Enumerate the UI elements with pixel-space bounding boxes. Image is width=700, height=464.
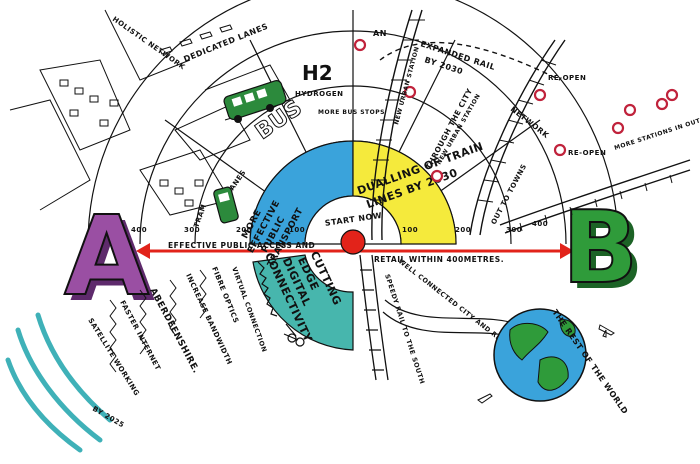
tick-label: 200	[236, 226, 252, 234]
station-icon	[553, 143, 567, 157]
network-label: NETWORK	[509, 104, 552, 140]
axis-right-text: RETAIL WITHIN 400METRES.	[374, 255, 504, 264]
station-icon	[403, 85, 417, 99]
start-now-dot	[340, 229, 366, 255]
scissors-icon	[283, 323, 305, 347]
tick-label: 100	[402, 226, 418, 234]
axis-left-text: EFFECTIVE PUBLIC ACCESS AND	[168, 241, 315, 250]
station-icon	[665, 88, 679, 102]
station-icon	[611, 121, 625, 135]
letter-b: B B	[561, 188, 644, 312]
arrow-right	[560, 243, 574, 259]
reopen-label-1: RE-OPEN	[548, 74, 586, 82]
main-axis	[136, 229, 574, 259]
station-icon	[353, 38, 367, 52]
tick-label: 100	[289, 226, 305, 234]
by-2025-label: BY 2025	[91, 405, 126, 430]
tick-label: 200	[455, 226, 471, 234]
h2-label: H2	[302, 61, 333, 85]
station-markers	[353, 38, 679, 183]
svg-text:A: A	[64, 192, 149, 320]
green-tram-icon	[213, 186, 239, 224]
plane-icon	[477, 324, 615, 404]
green-bus-icon	[223, 80, 287, 123]
an-label: AN	[373, 29, 387, 38]
svg-text:B: B	[568, 195, 644, 312]
tram-label: TRAM	[192, 203, 208, 229]
station-icon	[655, 97, 669, 111]
svg-text:B: B	[562, 189, 638, 306]
arc-outer	[87, 0, 619, 245]
reopen-label-2: RE-OPEN	[568, 149, 606, 157]
zigzag-edge	[257, 261, 278, 317]
station-icon	[430, 169, 444, 183]
tick-label: 400	[131, 226, 147, 234]
signal-waves	[109, 269, 207, 373]
more-bus-stops-label: MORE BUS STOPS	[318, 109, 385, 116]
globe-icon	[493, 308, 587, 402]
tick-label: 300	[184, 226, 200, 234]
rail-sleepers	[370, 19, 673, 232]
station-icon	[623, 103, 637, 117]
holistic-network-label: HOLISTIC NETWORK	[111, 15, 187, 71]
arrow-left	[136, 243, 150, 259]
station-icon	[533, 88, 547, 102]
letter-a: A A	[63, 191, 155, 326]
teal-wedge	[252, 254, 354, 351]
teal-waves	[5, 312, 113, 453]
new-urban-station-1: NEW URBAN STATION	[393, 46, 421, 126]
tick-label: 400	[532, 220, 548, 228]
center-hub	[304, 195, 402, 245]
speedy-rail-track	[359, 254, 389, 381]
hydrogen-label: HYDROGEN	[295, 90, 343, 98]
rail-tracks	[371, 9, 691, 241]
dedicated-lanes-label: DEDICATED LANES	[182, 22, 269, 64]
